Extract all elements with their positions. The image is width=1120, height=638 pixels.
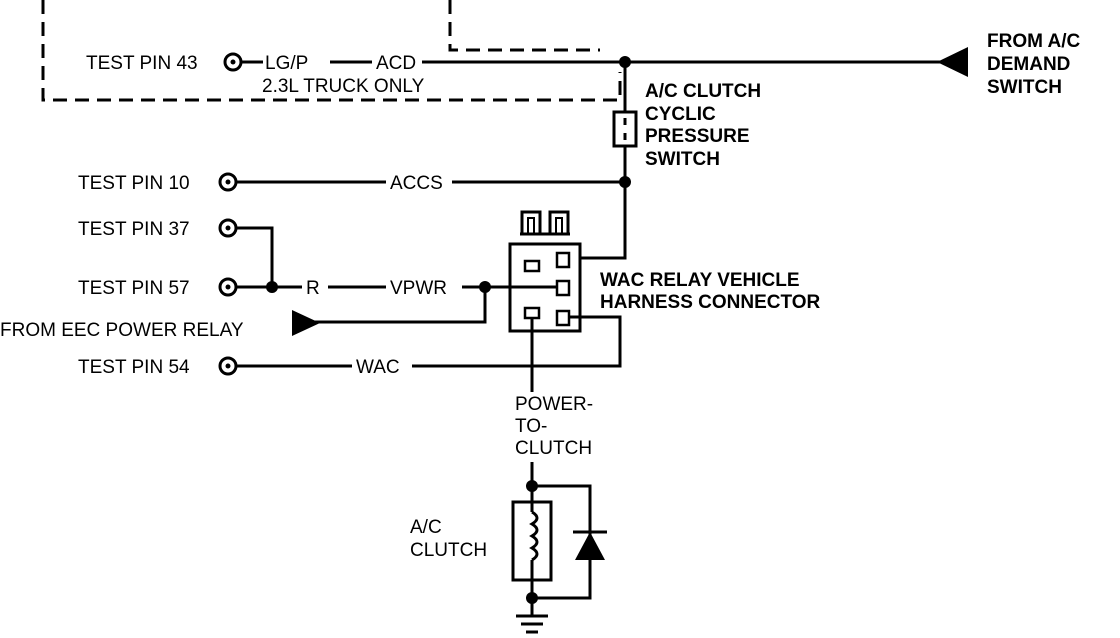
ac-clutch-label: A/C CLUTCH	[410, 517, 487, 561]
arrow-from-eec-power-relay	[292, 310, 320, 336]
wire-r-label: R	[306, 278, 320, 299]
wire-lgp-label: LG/P	[265, 53, 308, 74]
demand-switch-label: FROM A/C DEMAND SWITCH	[987, 31, 1086, 98]
eec-relay-label: FROM EEC POWER RELAY	[0, 320, 244, 341]
wac-relay-label: WAC RELAY VEHICLE HARNESS CONNECTOR	[600, 270, 821, 313]
ground-icon	[516, 598, 548, 634]
test-pin-54-label: TEST PIN 54	[78, 357, 190, 378]
diode-icon	[575, 532, 605, 560]
eec-power-relay-feed: FROM EEC POWER RELAY	[0, 310, 320, 341]
wire-accs-label: ACCS	[390, 173, 443, 194]
test-pin-37-label: TEST PIN 37	[78, 219, 190, 240]
truck-only-dashed-box	[41, 0, 622, 102]
wac-relay-connector: WAC RELAY VEHICLE HARNESS CONNECTOR	[508, 210, 821, 333]
test-pin-57-label: TEST PIN 57	[78, 278, 190, 299]
test-pin-37-row: TEST PIN 37	[78, 218, 274, 287]
test-pin-43-label: TEST PIN 43	[86, 53, 198, 74]
demand-switch-line: FROM A/C DEMAND SWITCH	[625, 31, 1086, 98]
truck-only-note: 2.3L TRUCK ONLY	[262, 76, 425, 97]
wire-wac-label: WAC	[356, 357, 400, 378]
test-pin-10-label: TEST PIN 10	[78, 173, 190, 194]
wire-acd-label: ACD	[376, 53, 416, 74]
test-pin-57-row: TEST PIN 57 R VPWR	[78, 277, 557, 324]
ac-clutch-assembly: A/C CLUTCH	[410, 480, 607, 604]
cyclic-switch-label: A/C CLUTCH CYCLIC PRESSURE SWITCH	[645, 81, 766, 170]
clutch-coil-icon	[529, 510, 539, 562]
cyclic-pressure-switch: A/C CLUTCH CYCLIC PRESSURE SWITCH	[612, 56, 766, 182]
power-to-clutch-label: POWER- TO- CLUTCH	[515, 394, 598, 459]
test-pin-54-row: TEST PIN 54 WAC	[78, 315, 622, 378]
test-pin-10-row: TEST PIN 10 ACCS	[78, 172, 631, 260]
test-pin-43-row: TEST PIN 43 LG/P ACD 2.3L TRUCK ONLY	[86, 52, 625, 97]
arrow-from-demand-switch	[937, 47, 968, 77]
wire-vpwr-label: VPWR	[390, 278, 447, 299]
